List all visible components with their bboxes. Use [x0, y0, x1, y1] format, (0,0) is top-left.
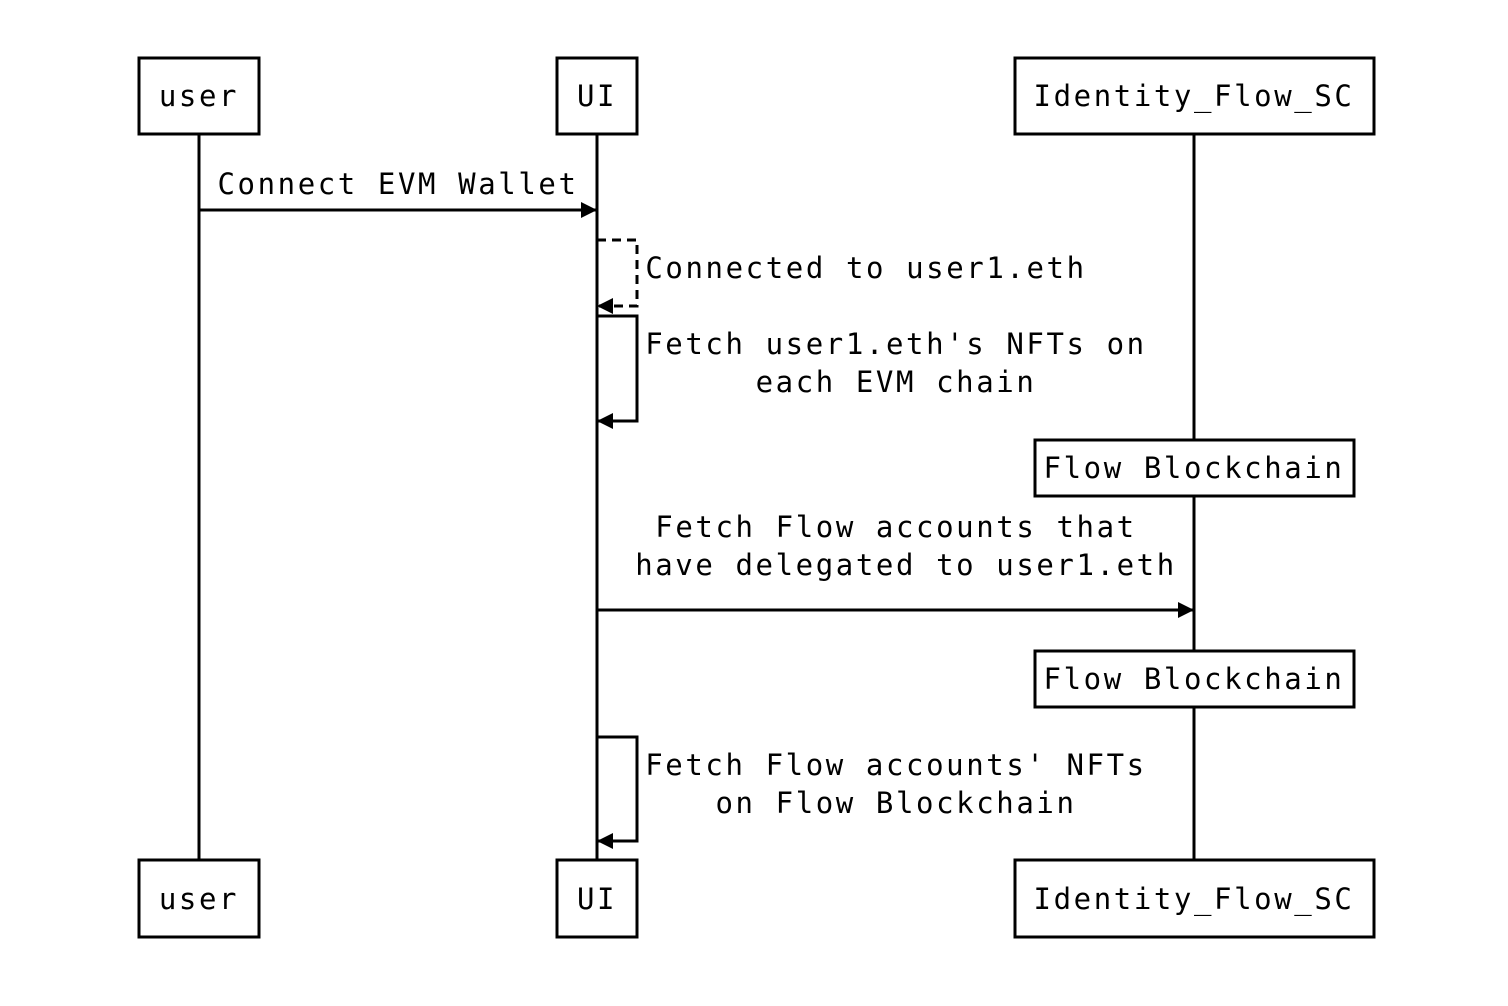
message-label-fetch-delegated-line2: have delegated to user1.eth [635, 548, 1177, 582]
participant-ui-top: UI [555, 56, 639, 136]
participant-identity-flow-sc-bottom: Identity_Flow_SC [1013, 858, 1376, 939]
message-label-fetch-evm-nfts-line1: Fetch user1.eth's NFTs on [645, 327, 1147, 361]
note-label: Flow Blockchain [1044, 662, 1345, 696]
participant-user-bottom: user [137, 858, 261, 939]
message-label-connected: Connected to user1.eth [645, 251, 1086, 285]
message-label-fetch-evm-nfts-line2: each EVM chain [756, 365, 1037, 399]
note-flow-blockchain-1: Flow Blockchain [1033, 438, 1356, 498]
participant-label: Identity_Flow_SC [1034, 79, 1355, 114]
participant-identity-flow-sc-top: Identity_Flow_SC [1013, 56, 1376, 136]
participant-label: Identity_Flow_SC [1034, 882, 1355, 917]
message-arrow-fetch-evm-nfts [597, 314, 639, 429]
participant-label: UI [577, 882, 617, 916]
message-arrow-fetch-flow-nfts [597, 735, 639, 849]
message-label-fetch-flow-nfts-line2: on Flow Blockchain [715, 786, 1076, 820]
participant-label: user [159, 79, 239, 113]
note-flow-blockchain-2: Flow Blockchain [1033, 649, 1356, 709]
participant-ui-bottom: UI [555, 858, 639, 939]
note-label: Flow Blockchain [1044, 451, 1345, 485]
participant-label: user [159, 882, 239, 916]
message-label-connect: Connect EVM Wallet [217, 167, 578, 201]
message-label-fetch-flow-nfts-line1: Fetch Flow accounts' NFTs [645, 748, 1147, 782]
message-label-fetch-delegated-line1: Fetch Flow accounts that [655, 510, 1136, 544]
message-arrow-connected [597, 238, 639, 314]
participant-user-top: user [137, 56, 261, 136]
participant-label: UI [577, 79, 617, 113]
